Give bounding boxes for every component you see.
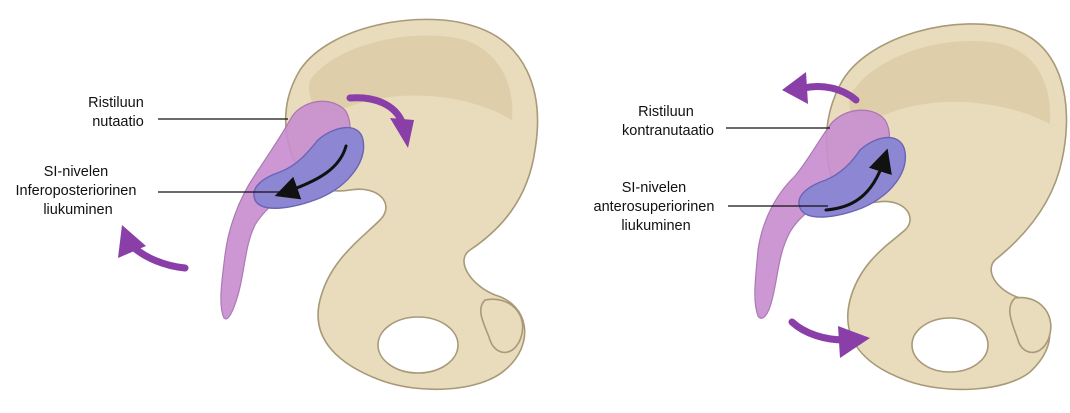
left-panel: Ristiluun nutaatio SI-nivelen Inferopost… (16, 19, 538, 389)
left-hip-bone (286, 19, 538, 389)
right-label-counternutation: Ristiluun kontranutaatio (622, 104, 714, 139)
left-obturator-foramen (378, 317, 458, 373)
right-motion-arrow-bottom (792, 322, 845, 340)
right-panel: Ristiluun kontranutaatio SI-nivelen ante… (594, 24, 1067, 390)
left-label-nutation: Ristiluun nutaatio (88, 95, 148, 130)
right-label-glide: SI-nivelen anterosuperiorinen liukuminen (594, 180, 719, 234)
left-motion-arrow-bottom (132, 246, 185, 268)
left-label-glide: SI-nivelen Inferoposteriorinen liukumine… (16, 164, 141, 218)
right-obturator-foramen (912, 318, 988, 372)
right-motion-arrowhead-top (782, 72, 808, 104)
